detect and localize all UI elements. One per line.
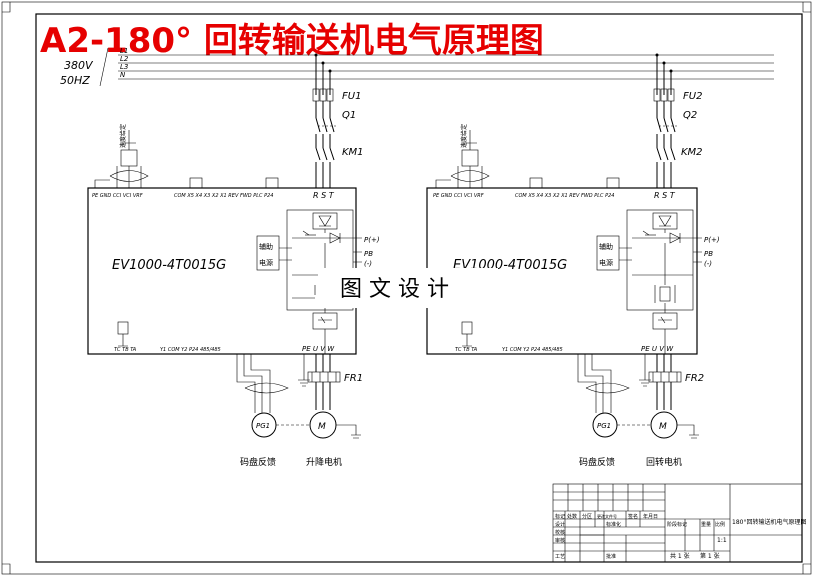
- tb-stage: 阶段标记: [667, 521, 687, 528]
- fuse-label-left: FU1: [342, 91, 361, 102]
- output-terminals-right: PE U V W: [641, 345, 674, 353]
- drawing-border: [35, 13, 803, 563]
- tb-col-count: 处数: [567, 513, 577, 520]
- tb-weight: 重量: [701, 521, 711, 528]
- pot-label-right: 速度给定: [460, 124, 468, 148]
- analog-terminals-left: PE GND CCI VCI VRF: [92, 193, 143, 199]
- tb-row-check: 校核: [555, 529, 565, 536]
- tb-col-sign: 签名: [628, 513, 638, 520]
- aux-power-right-2: 电源: [599, 258, 613, 267]
- output-terminals-left: PE U V W: [302, 345, 335, 353]
- drawing-title: A2-180° 回转输送机电气原理图: [40, 21, 544, 61]
- tb-row-process: 工艺: [555, 554, 565, 560]
- analog-terminals-right: PE GND CCI VCI VRF: [433, 193, 484, 199]
- line-label-l3: L3: [120, 63, 128, 71]
- bottom-terminals-left: Y1 COM Y2 P24 485/485: [160, 347, 221, 353]
- relay-label-left: FR1: [344, 373, 363, 384]
- tb-col-change: 更改文件号: [597, 513, 617, 519]
- top-terminals-left: COM X5 X4 X3 X2 X1 REV FWD PLC P24: [174, 193, 273, 199]
- top-terminals-right: COM X5 X4 X3 X2 X1 REV FWD PLC P24: [515, 193, 614, 199]
- tb-scale-label: 比例: [715, 521, 725, 528]
- supply-frequency: 50HZ: [60, 74, 90, 87]
- supply-voltage: 380V: [64, 59, 94, 72]
- tb-sheets-total: 共 1 张: [670, 552, 690, 560]
- dc-terminal-p-left: P(+): [364, 236, 380, 244]
- pot-label-left: 速度给定: [119, 124, 127, 148]
- dc-terminal-pb-right: PB: [704, 250, 713, 258]
- supply-bus: [99, 47, 774, 87]
- relay-label-right: FR2: [685, 373, 704, 384]
- aux-power-left-1: 辅助: [259, 242, 273, 251]
- right-circuit: [426, 53, 702, 439]
- encoder-label-left: PG1: [256, 422, 270, 430]
- line-label-n: N: [120, 71, 126, 79]
- tb-row-review: 审核: [555, 537, 565, 544]
- watermark-backdrop: [318, 268, 498, 308]
- input-terminals-right: R S T: [654, 191, 676, 200]
- aux-power-right-1: 辅助: [599, 242, 613, 251]
- tb-col-date: 年月日: [643, 513, 658, 520]
- input-terminals-left: R S T: [313, 191, 335, 200]
- line-label-l2: L2: [120, 55, 129, 63]
- relay-terminals-left: TC TB TA: [114, 347, 137, 353]
- tb-approval: 批准: [606, 553, 616, 560]
- motor-caption-right: 回转电机: [646, 456, 682, 468]
- relay-terminals-right: TC TB TA: [455, 347, 478, 353]
- tb-row-mark: 标记: [555, 513, 565, 520]
- bottom-terminals-right: Y1 COM Y2 P24 485/485: [502, 347, 563, 353]
- breaker-label-left: Q1: [342, 110, 356, 121]
- tb-sheet-no: 第 1 张: [700, 552, 720, 560]
- dc-terminal-neg-left: (-): [364, 260, 372, 268]
- encoder-caption-left: 码盘反馈: [240, 456, 276, 468]
- tb-scale-value: 1:1: [717, 537, 727, 544]
- contactor-label-right: KM2: [681, 147, 703, 158]
- motor-caption-left: 升降电机: [306, 456, 342, 468]
- fuse-label-right: FU2: [683, 91, 702, 102]
- aux-power-left-2: 电源: [259, 258, 273, 267]
- encoder-caption-right: 码盘反馈: [579, 456, 615, 468]
- motor-symbol-left: M: [318, 422, 326, 432]
- line-label-l1: L1: [120, 47, 128, 55]
- contactor-label-left: KM1: [342, 147, 364, 158]
- inverter-model-left: EV1000-4T0015G: [112, 258, 226, 273]
- title-block: [552, 483, 803, 563]
- tb-standardization: 标准化: [606, 521, 621, 528]
- tb-col-zone: 分区: [582, 513, 592, 520]
- title-block-drawing-name: 180°回转输送机电气原理图: [732, 518, 806, 526]
- motor-symbol-right: M: [659, 422, 667, 432]
- left-circuit: [87, 53, 362, 439]
- encoder-label-right: PG1: [597, 422, 611, 430]
- dc-terminal-pb-left: PB: [364, 250, 373, 258]
- dc-terminal-p-right: P(+): [704, 236, 720, 244]
- watermark-text: 图 文 设 计: [340, 277, 449, 302]
- breaker-label-right: Q2: [683, 110, 697, 121]
- dc-terminal-neg-right: (-): [704, 260, 712, 268]
- tb-row-design: 设计: [555, 521, 565, 528]
